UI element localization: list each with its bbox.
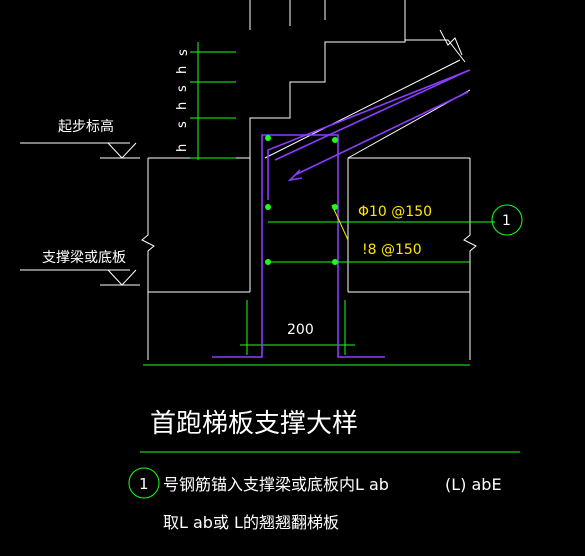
svg-text:h: h: [175, 144, 190, 152]
note-number: 1: [139, 475, 149, 493]
riser-labels: s h s h s h: [175, 49, 191, 152]
callout-circle: [491, 204, 523, 236]
svg-text:s: s: [175, 85, 190, 92]
note-number-circle: [128, 467, 160, 499]
slab-break-symbol: [439, 29, 463, 56]
rebar-label-phi10: Φ10 @150: [358, 204, 432, 220]
rebar-leader-line: [331, 204, 349, 241]
upper-structure-lines: [249, 0, 406, 40]
svg-text:s: s: [175, 121, 190, 128]
svg-text:h: h: [175, 66, 190, 74]
rebar-stirrup: [212, 69, 471, 358]
note-line-1-alt: (L) abE: [445, 475, 502, 494]
svg-text:s: s: [176, 49, 191, 56]
note-line-2: 取L ab或 L的翘翘翻梯板: [163, 513, 339, 532]
note-line-1: 号钢筋锚入支撑梁或底板内L ab: [163, 475, 389, 494]
elevation-marker-support: [100, 269, 140, 286]
support-beam-label: 支撑梁或底板: [42, 250, 126, 266]
support-beam-outline: [20, 142, 477, 360]
rebar-dots: [265, 135, 338, 265]
start-elevation-label: 起步标高: [58, 118, 114, 135]
riser-dimension-chain: [190, 42, 236, 160]
width-dimension: [143, 300, 470, 366]
stair-slab-bottom-line: [264, 59, 461, 159]
rebar-label-8: !8 @150: [362, 242, 422, 258]
dimension-200: 200: [287, 322, 314, 338]
drawing-title: 首跑梯板支撑大样: [150, 409, 358, 439]
svg-text:h: h: [175, 102, 190, 110]
callout-number: 1: [502, 213, 511, 229]
elevation-marker-start: [100, 142, 140, 159]
